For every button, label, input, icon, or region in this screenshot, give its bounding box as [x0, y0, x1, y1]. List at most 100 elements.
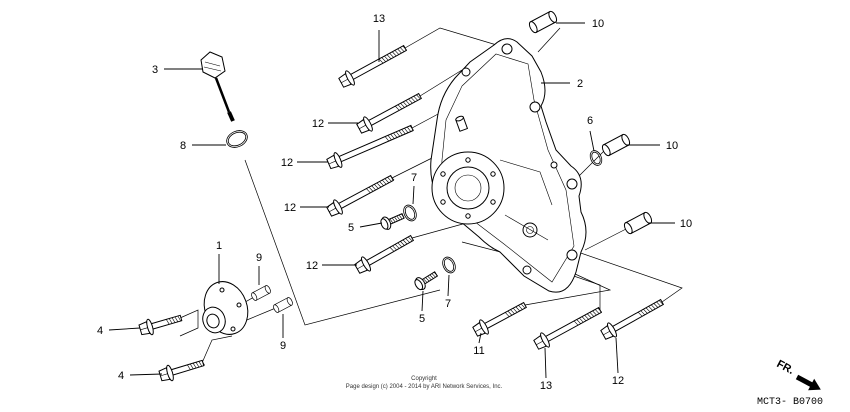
callout-4: 4 — [97, 325, 103, 337]
bolt-flange — [361, 256, 371, 272]
flange-bolt — [326, 124, 414, 170]
bolt-thread — [366, 188, 371, 194]
bolt-thread — [640, 310, 646, 316]
screw-thread — [401, 213, 405, 219]
bolt-head-edge — [160, 373, 169, 377]
leader-line — [359, 222, 383, 228]
bolt-thread — [584, 314, 589, 320]
bolt-thread — [579, 317, 584, 323]
dowel-end — [601, 144, 611, 157]
flange-bolt — [356, 92, 423, 134]
bolt-thread — [405, 238, 410, 243]
screw-head-face — [414, 279, 424, 291]
bolt-thread — [395, 131, 401, 137]
bolt-thread — [177, 315, 182, 322]
bolt-head-edge — [357, 264, 365, 270]
cover-hub-inner — [446, 166, 490, 210]
bolt-shaft — [349, 44, 408, 81]
bolt-thread — [520, 303, 526, 309]
assembly-line — [411, 221, 471, 239]
screw-thread — [433, 272, 438, 277]
bolt-thread — [392, 245, 397, 251]
oil-filler-bore — [526, 226, 534, 234]
bolt-thread — [402, 101, 408, 107]
bolt-thread — [405, 100, 411, 105]
bolt-thread — [581, 316, 587, 322]
hub-hole — [490, 199, 496, 205]
hub-hole — [490, 171, 496, 177]
bolt-thread — [510, 309, 515, 315]
bolt-thread — [174, 316, 179, 322]
callout-12: 12 — [284, 202, 296, 214]
copyright-line-2: Page design (c) 2004 - 2014 by ARI Netwo… — [346, 384, 503, 390]
bolt-thread — [410, 97, 416, 103]
assembly-lines — [179, 27, 683, 364]
bolt-head-edge — [328, 160, 337, 165]
screw-thread — [398, 214, 403, 220]
bolt-thread — [395, 105, 400, 111]
bolt-thread — [195, 362, 200, 368]
mount-hole — [550, 161, 558, 169]
bolt-flange — [479, 319, 489, 335]
bolt-thread — [384, 55, 389, 61]
callout-7: 7 — [445, 298, 451, 310]
flange-bolt — [138, 314, 183, 336]
bolt-thread — [386, 54, 392, 60]
bolt-thread — [379, 181, 384, 186]
bolt-thread — [587, 313, 592, 319]
callout-6: 6 — [587, 115, 593, 127]
bolt-shaft — [170, 359, 205, 376]
callout-1: 1 — [216, 240, 222, 252]
screw-thread — [396, 215, 401, 221]
dowel-end — [286, 297, 293, 306]
bolt-thread — [389, 175, 395, 181]
cover-mounting-holes — [461, 43, 578, 275]
bolt-thread — [658, 300, 664, 305]
mount-hole — [461, 67, 471, 77]
bolt-shaft — [544, 306, 603, 343]
bolt-thread — [505, 312, 510, 317]
oil-dipstick-3 — [200, 51, 235, 122]
bolt-thread — [387, 135, 392, 141]
callout-10: 10 — [680, 218, 692, 230]
hub-bolt-holes — [440, 157, 496, 219]
bolt-thread — [371, 185, 376, 191]
bolt-thread — [416, 94, 421, 100]
dowel-end — [251, 292, 258, 301]
bolt-shaft — [611, 298, 665, 333]
front-arrow-icon — [795, 374, 821, 391]
callout-5: 5 — [348, 222, 354, 234]
bolt-thread — [390, 133, 395, 139]
o-ring — [403, 204, 417, 222]
bolt-flange — [333, 152, 343, 168]
bolt-thread — [637, 311, 643, 317]
bolt-thread — [409, 125, 414, 131]
bolt-thread — [648, 306, 653, 311]
leader-line — [421, 290, 424, 312]
cover-sensor — [455, 115, 469, 132]
bolt-thread — [597, 307, 602, 313]
screw-head-face — [380, 218, 389, 230]
leader-line — [129, 373, 163, 376]
bolt-thread — [368, 186, 374, 192]
bolt-thread — [168, 318, 173, 324]
assembly-line — [571, 249, 683, 303]
o-ring-highlight — [443, 257, 455, 273]
assembly-line — [244, 159, 441, 326]
mount-hole — [501, 43, 513, 55]
bolt-thread — [392, 51, 397, 57]
dowel-pin — [623, 211, 653, 235]
assembly-line — [419, 69, 463, 97]
mount-hole — [522, 265, 532, 275]
right-crankcase-cover — [430, 38, 587, 293]
cover-hub-bore — [454, 174, 482, 202]
bolt-thread — [643, 309, 648, 314]
flange-bolt — [158, 359, 206, 382]
leader-line — [447, 274, 450, 297]
leader-line — [108, 327, 141, 331]
callout-labels: 13 10 3 2 12 6 10 8 12 7 12 5 10 1 9 12 … — [97, 13, 692, 392]
flange-bolt — [338, 44, 408, 88]
pan-screw — [380, 213, 405, 230]
bolt-thread — [589, 312, 595, 317]
screw-thread — [429, 274, 434, 279]
